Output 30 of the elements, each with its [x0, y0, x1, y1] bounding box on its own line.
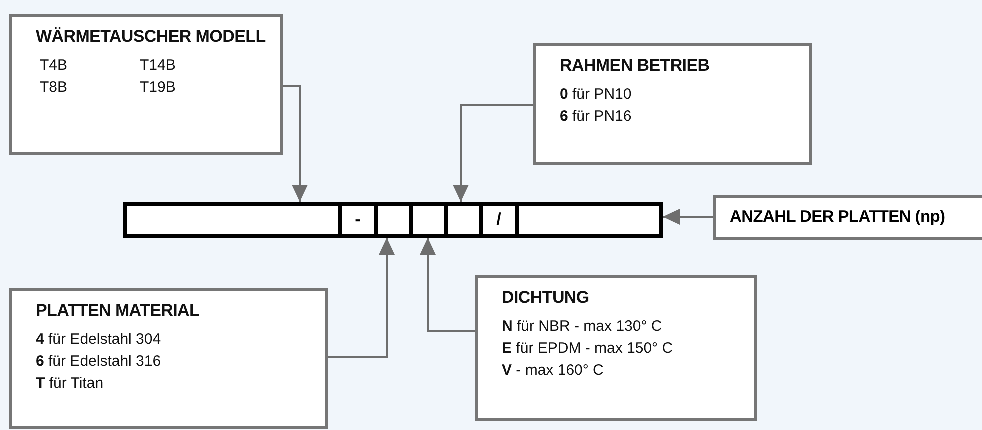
label-box [713, 195, 982, 240]
option-text: E für EPDM - max 150° C [502, 339, 674, 359]
code-bar [123, 202, 663, 238]
card-heading: DICHTUNG [502, 288, 590, 308]
arrow [420, 238, 475, 332]
arrow [283, 85, 308, 202]
option-text: 0 für PN10 [560, 85, 633, 105]
arrow [663, 209, 713, 225]
option-text: 4 für Edelstahl 304 [36, 330, 162, 350]
model-code: T19B [140, 78, 177, 98]
card-heading: PLATTEN MATERIAL [36, 301, 201, 321]
info-card [9, 14, 283, 155]
separator-symbol: - [355, 210, 361, 230]
arrow [328, 238, 395, 358]
model-code: T8B [40, 78, 69, 98]
info-card [475, 275, 757, 421]
option-text: T für Titan [36, 374, 105, 394]
separator-symbol: / [496, 210, 502, 230]
option-text: N für NBR - max 130° C [502, 317, 664, 337]
box-heading: ANZAHL DER PLATTEN (np) [730, 208, 946, 227]
info-card [533, 43, 812, 165]
info-card [9, 288, 328, 429]
model-code: T4B [40, 56, 69, 76]
arrow [453, 104, 533, 202]
option-text: 6 für PN16 [560, 107, 633, 127]
option-text: 6 für Edelstahl 316 [36, 352, 162, 372]
model-code: T14B [140, 56, 177, 76]
card-heading: WÄRMETAUSCHER MODELL [36, 27, 267, 47]
option-text: V - max 160° C [502, 361, 605, 381]
card-heading: RAHMEN BETRIEB [560, 56, 711, 76]
